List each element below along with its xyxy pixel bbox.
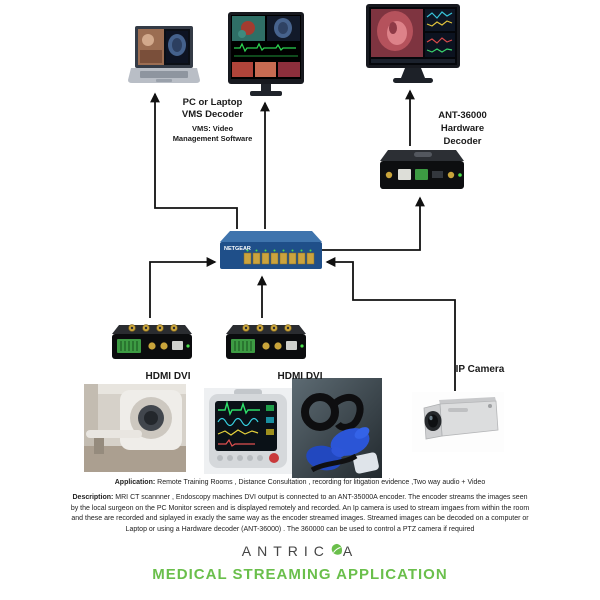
description-body: MRI CT scannner , Endoscopy machines DVI… bbox=[70, 494, 530, 533]
laptop-vms-decoder bbox=[128, 26, 200, 83]
quad-view-monitor bbox=[228, 12, 304, 96]
wire-switch-to-decoder bbox=[322, 196, 425, 251]
endoscope-photo bbox=[292, 378, 382, 478]
brand-text-left: ANTRIC bbox=[241, 543, 330, 559]
ant36000-decoder-device bbox=[380, 150, 464, 189]
description-text: Description: MRI CT scannner , Endoscopy… bbox=[70, 493, 530, 535]
encoder-left-label: HDMI DVI bbox=[145, 371, 191, 382]
vms-software-label: VMS: Video Management Software bbox=[172, 124, 253, 144]
patient-monitor-photo bbox=[204, 388, 292, 474]
leaf-icon bbox=[331, 543, 342, 555]
pc-decoder-label: PC or Laptop VMS Decoder bbox=[181, 97, 244, 121]
application-label: Application: bbox=[114, 479, 156, 486]
encoder-right-label: HDMI DVI bbox=[277, 371, 323, 382]
encoder-left-device bbox=[112, 324, 192, 359]
description-label: Description: bbox=[72, 494, 114, 501]
mri-scanner-photo bbox=[84, 384, 186, 472]
ip-camera-label: IP Camera bbox=[455, 364, 505, 375]
hardware-decoder-monitor bbox=[366, 4, 460, 83]
wire-ipcamera-to-switch bbox=[325, 257, 456, 391]
application-text: Application: Remote Training Rooms , Dis… bbox=[0, 479, 600, 486]
application-body: Remote Training Rooms , Distance Consult… bbox=[155, 479, 486, 486]
antrica-logo: ANTRIC A bbox=[0, 543, 600, 559]
network-switch: NETGEAR bbox=[220, 231, 322, 269]
wire-switch-to-laptop bbox=[150, 92, 238, 229]
ip-camera-photo bbox=[412, 392, 504, 452]
switch-brand-text: NETGEAR bbox=[224, 246, 251, 252]
wire-encoder-left-to-switch bbox=[149, 257, 217, 318]
hardware-decoder-label: ANT-36000 Hardware Decoder bbox=[438, 110, 487, 147]
encoder-right-device bbox=[226, 324, 306, 359]
brand-text-right: A bbox=[342, 543, 359, 559]
medical-streaming-title: MEDICAL STREAMING APPLICATION bbox=[152, 566, 448, 583]
